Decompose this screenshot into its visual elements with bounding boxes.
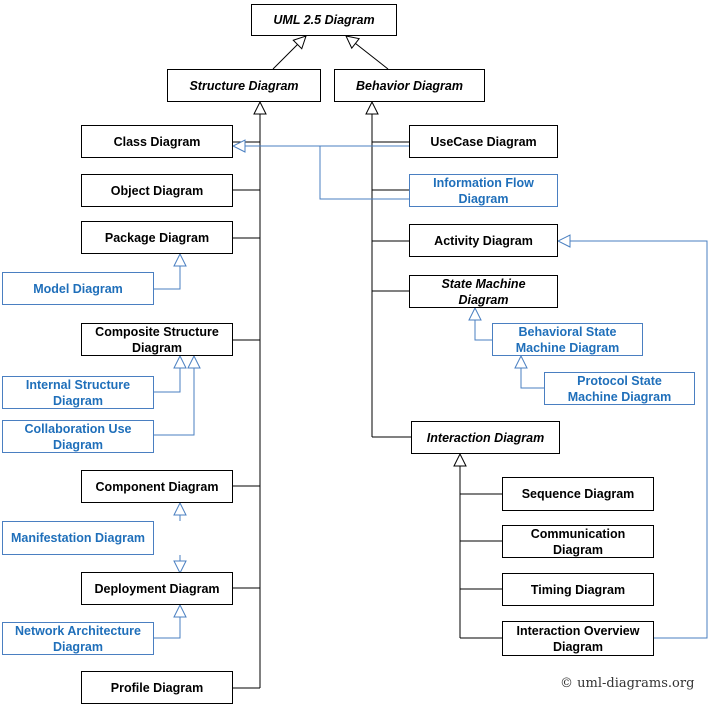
usecase-diagram-node: UseCase Diagram — [409, 125, 558, 158]
activity-diagram-node: Activity Diagram — [409, 224, 558, 257]
interaction-tree-edges — [460, 454, 502, 639]
model-to-package-edge — [154, 254, 180, 290]
information-flow-to-class-edge — [319, 146, 409, 200]
network-architecture-diagram-node: Network Architecture Diagram — [2, 622, 154, 655]
object-diagram-node: Object Diagram — [81, 174, 233, 207]
component-diagram-node: Component Diagram — [81, 470, 233, 503]
collaboration-use-diagram-node: Collaboration Use Diagram — [2, 420, 154, 453]
copyright-text: © uml-diagrams.org — [560, 676, 695, 691]
internal-structure-to-composite-edge — [154, 356, 180, 393]
communication-diagram-node: Communication Diagram — [502, 525, 654, 558]
timing-diagram-node: Timing Diagram — [502, 573, 654, 606]
manifestation-diagram-node: Manifestation Diagram — [2, 521, 154, 555]
network-to-deployment-edge — [154, 605, 180, 639]
behavioral-state-machine-diagram-node: Behavioral State Machine Diagram — [492, 323, 643, 356]
profile-diagram-node: Profile Diagram — [81, 671, 233, 704]
model-diagram-node: Model Diagram — [2, 272, 154, 305]
structure-diagram-node: Structure Diagram — [167, 69, 321, 102]
deployment-diagram-node: Deployment Diagram — [81, 572, 233, 605]
information-flow-diagram-node: Information Flow Diagram — [409, 174, 558, 207]
behavior-tree-edges — [372, 102, 411, 438]
uml-diagram-node: UML 2.5 Diagram — [251, 4, 397, 36]
behavior-diagram-node: Behavior Diagram — [334, 69, 485, 102]
class-diagram-node: Class Diagram — [81, 125, 233, 158]
interaction-overview-diagram-node: Interaction Overview Diagram — [502, 621, 654, 656]
interaction-diagram-node: Interaction Diagram — [411, 421, 560, 454]
composite-structure-diagram-node: Composite Structure Diagram — [81, 323, 233, 356]
protocol-state-machine-diagram-node: Protocol State Machine Diagram — [544, 372, 695, 405]
interaction-overview-to-activity-edge — [558, 241, 708, 639]
root-generalizations — [272, 36, 389, 70]
sequence-diagram-node: Sequence Diagram — [502, 477, 654, 511]
behavior-to-root-edge — [346, 36, 389, 70]
internal-structure-diagram-node: Internal Structure Diagram — [2, 376, 154, 409]
collaboration-use-to-composite-edge — [154, 356, 194, 436]
state-machine-diagram-node: State Machine Diagram — [409, 275, 558, 308]
structure-to-root-edge — [272, 36, 306, 70]
behavioral-to-state-machine-edge — [475, 308, 492, 341]
extension-edges — [154, 146, 708, 639]
protocol-to-behavioral-edge — [521, 356, 544, 389]
package-diagram-node: Package Diagram — [81, 221, 233, 254]
structure-tree-edges — [233, 102, 260, 689]
